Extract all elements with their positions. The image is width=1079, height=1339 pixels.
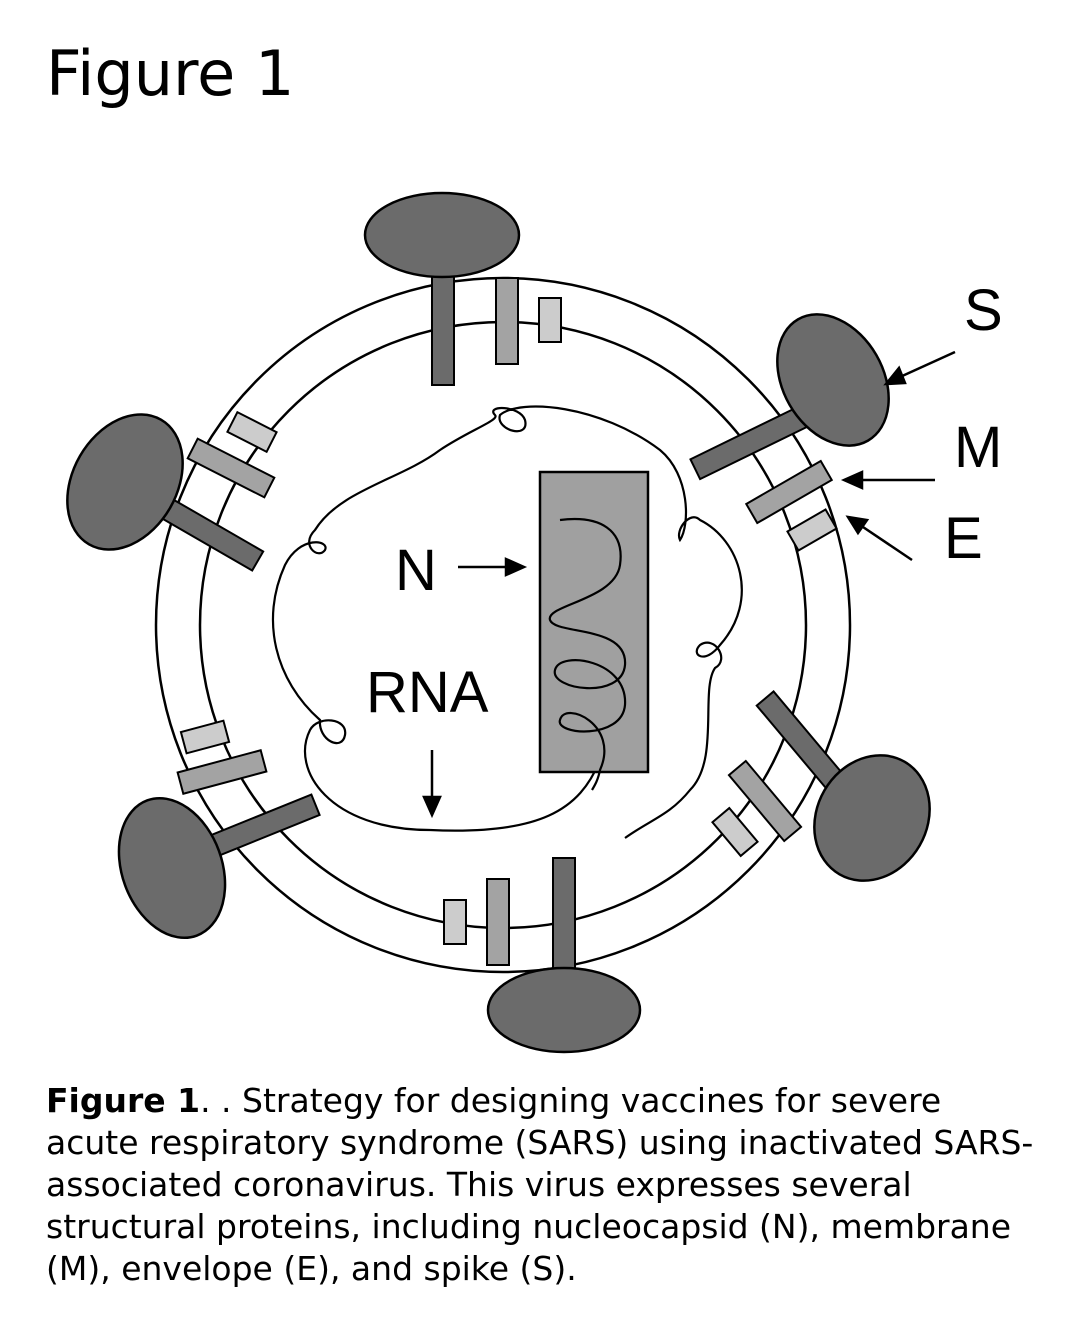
figure-caption: Figure 1. . Strategy for designing vacci…: [46, 1080, 1036, 1290]
spike-stalks: [143, 269, 855, 974]
rna-strand: [271, 405, 743, 839]
caption-label: Figure 1: [46, 1081, 201, 1120]
coronavirus-diagram: S M E N RNA: [66, 191, 1003, 1054]
caption-text: . . Strategy for designing vaccines for …: [46, 1081, 1034, 1288]
label-s: S: [964, 278, 1003, 343]
label-rna: RNA: [366, 660, 489, 725]
figure-title: Figure 1: [46, 37, 295, 110]
membrane-proteins: [176, 277, 834, 966]
nucleocapsid-coil: [548, 518, 627, 791]
label-e: E: [944, 506, 983, 571]
envelope-proteins: [179, 297, 838, 945]
outer-membrane: [154, 276, 852, 974]
label-m: M: [954, 415, 1002, 480]
nucleocapsid-box: [538, 470, 650, 774]
arrows: [422, 350, 956, 819]
spike-heads: [66, 191, 931, 1054]
label-n: N: [395, 538, 437, 603]
